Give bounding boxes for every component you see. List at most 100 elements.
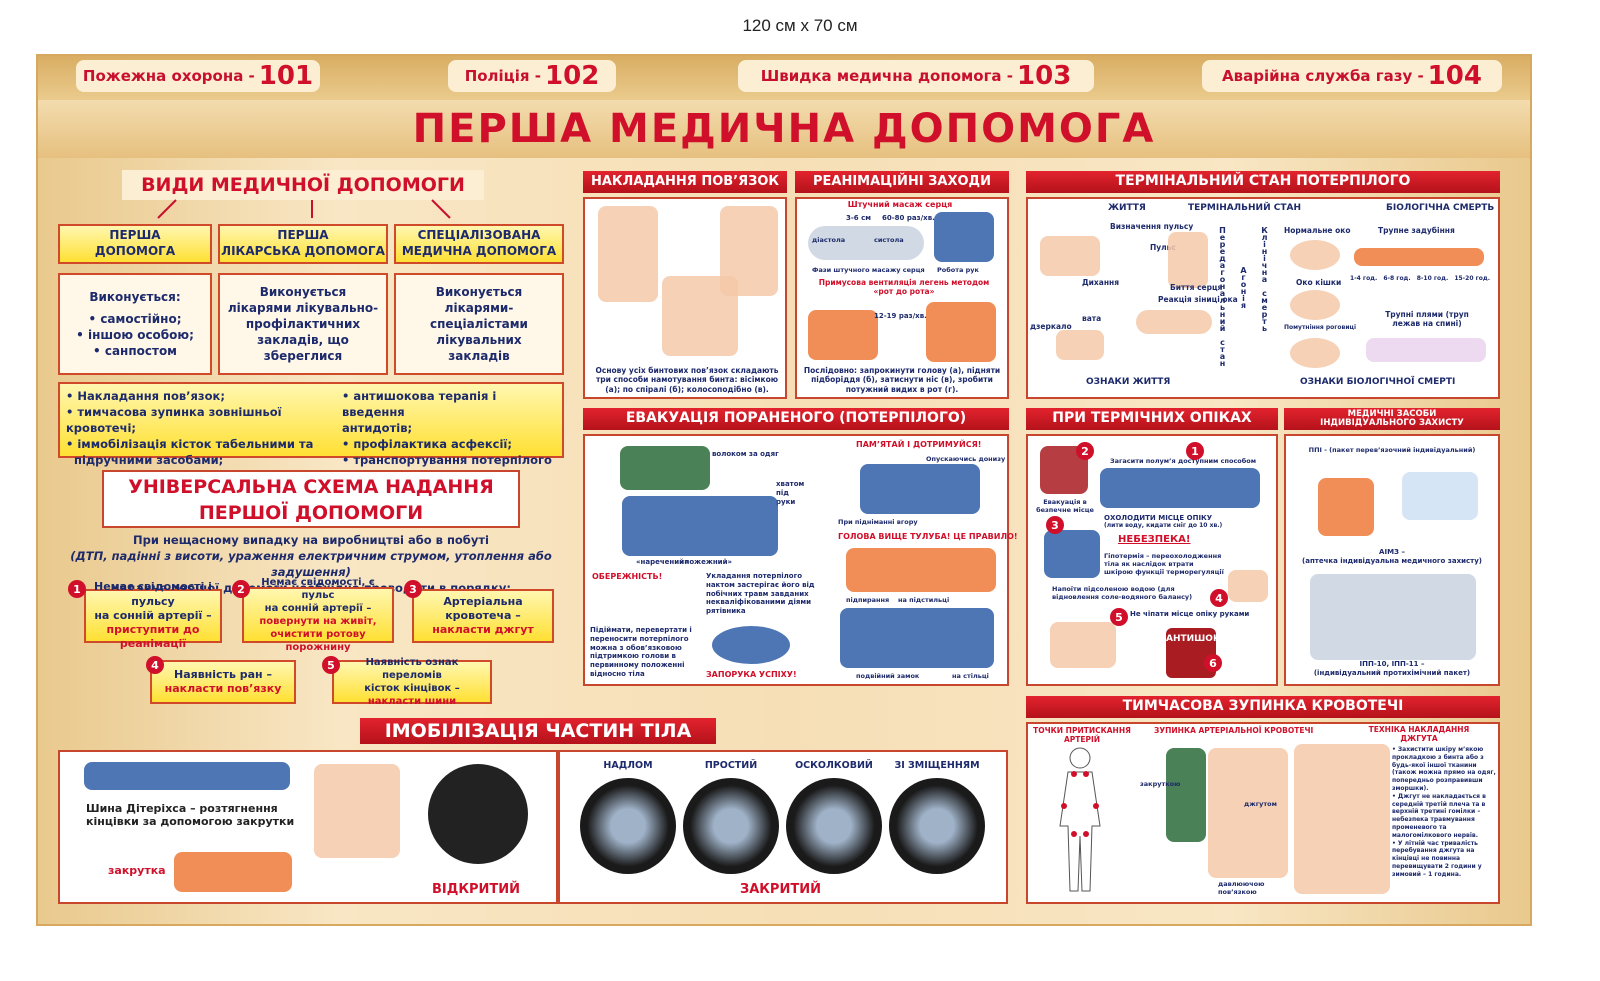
desc-line: лікарями-спеціалістами	[430, 300, 528, 331]
neck-pulse-illustration	[1040, 236, 1100, 276]
burn-step-badge: 2	[1076, 442, 1094, 460]
carry-illustration	[622, 496, 778, 556]
heartbeat-label: Биття серця	[1170, 283, 1223, 292]
scheme-title-line: УНІВЕРСАЛЬНА СХЕМА НАДАННЯ	[128, 476, 494, 498]
list-item: підручними засобами;	[74, 453, 224, 468]
ventilation-rate: 12-19 раз/хв.	[874, 312, 927, 320]
desc-line: лікувальних	[436, 333, 522, 348]
step-number-badge: 3	[404, 580, 422, 598]
eyes-illustration	[1136, 310, 1212, 334]
type-first-aid-desc: Виконується:• самостійно;• іншою особою;…	[58, 273, 212, 375]
types-arrows	[157, 199, 451, 219]
chair-carry-illustration	[840, 608, 994, 668]
closed-fracture-label: ЗАКРИТИЙ	[740, 882, 821, 897]
list-item: • транспортування потерпілого	[341, 453, 552, 468]
twist-label: закруткою	[1140, 780, 1181, 788]
drink-text: Напоїти підсоленою водою (для відновленн…	[1052, 585, 1193, 602]
stairs-illustration	[860, 464, 980, 514]
desc-line: закладів, що	[257, 333, 349, 348]
torso-illustration	[1168, 232, 1208, 288]
careful-text: Підіймати, перевертати і переносити поте…	[590, 626, 692, 678]
diastole-label: діастола	[812, 236, 846, 244]
vertical-stage-label: Передагональний стан	[1218, 226, 1227, 366]
support-label: підпирання	[846, 596, 890, 604]
bio-death-heading: БІОЛОГІЧНА СМЕРТЬ	[1386, 203, 1495, 213]
massage-heading: Штучний масаж серця	[847, 200, 953, 209]
head-rule-label: ГОЛОВА ВИЩЕ ТУЛУБА! ЦЕ ПРАВИЛО!	[838, 532, 1018, 541]
rigor-label: Трупне задубіння	[1378, 226, 1455, 235]
rate-label: 60-80 раз/хв.	[882, 214, 935, 222]
phone-gas: Аварійна служба газу -104	[1202, 60, 1502, 92]
fireman-carry-label: «пожежний»	[680, 558, 733, 566]
terminal-title: ТЕРМІНАЛЬНИЙ СТАН ПОТЕРПІЛОГО	[1026, 171, 1500, 193]
drag-illustration	[620, 446, 710, 490]
desc-line: профілактичних	[245, 316, 361, 331]
cooling-illustration	[1044, 530, 1100, 578]
diterichs-caption: Шина Дітеріхса – розтягнення кінцівки за…	[86, 802, 295, 828]
fracture-type-label: ОСКОЛКОВИЙ	[795, 760, 873, 771]
burns-step-2: Евакуація в безпечне місце	[1036, 498, 1094, 515]
burn-step-badge: 1	[1186, 442, 1204, 460]
bandage-caption: Основу усіх бинтових пов’язок складають …	[595, 366, 779, 394]
phases-caption: Фази штучного масажу серця	[812, 266, 925, 274]
phone-label: Пожежна охорона -	[82, 67, 255, 85]
twist-tourniquet-illustration	[1166, 748, 1206, 842]
vertical-stage-label: Агонія	[1239, 266, 1248, 308]
ppe-title: МЕДИЧНІ ЗАСОБИ ІНДИВІДУАЛЬНОГО ЗАХИСТУ	[1284, 408, 1500, 430]
mirror-test-illustration	[1056, 330, 1104, 360]
pressure-points-heading: ТОЧКИ ПРИТИСКАННЯ АРТЕРІЙ	[1033, 726, 1131, 745]
burns-title: ПРИ ТЕРМІЧНИХ ОПІКАХ	[1026, 408, 1278, 430]
cornea-label: Помутніння роговиці	[1284, 324, 1357, 331]
phone-number: 101	[258, 61, 314, 91]
cool-burn-label: ОХОЛОДИТИ МІСЦЕ ОПІКУ	[1104, 514, 1213, 522]
hypothermia-text: Гіпотермія – переохолодження тіла як нас…	[1104, 552, 1224, 577]
arm-tourniquet-illustration	[1208, 748, 1288, 878]
desc-line: • санпостом	[92, 344, 177, 359]
bride-carry-label: «наречений»	[636, 558, 689, 566]
type-heading: ПЕРША	[109, 228, 161, 243]
burn-step-badge: 4	[1210, 589, 1228, 607]
extinguish-illustration	[1100, 468, 1260, 508]
desc-line: збереглися	[263, 349, 343, 364]
resus-caption: Послідовно: запрокинути голову (а), підн…	[803, 366, 1001, 394]
phone-number: 104	[1427, 61, 1482, 91]
chest-phases-illustration	[808, 226, 924, 260]
cat-eye-label: Око кішки	[1296, 278, 1342, 287]
step-number-badge: 5	[322, 656, 340, 674]
type-heading: МЕДИЧНА ДОПОМОГА	[401, 244, 557, 258]
page-title: ПЕРША МЕДИЧНА ДОПОМОГА	[38, 100, 1530, 158]
team-illustration	[712, 626, 790, 664]
phone-label: Поліція -	[464, 67, 542, 85]
aimz-kit-illustration	[1318, 478, 1374, 536]
open-fracture-label: ВІДКРИТИЙ	[432, 882, 520, 897]
phone-number: 103	[1017, 61, 1072, 91]
type-heading: ЛІКАРСЬКА ДОПОМОГА	[221, 244, 385, 258]
scheme-title-line: ПЕРШОЇ ДОПОМОГИ	[198, 502, 424, 524]
burn-step-badge: 3	[1046, 516, 1064, 534]
mirror-label: дзеркало	[1030, 322, 1072, 331]
list-item: • іммобілізація кісток табельними та	[66, 437, 314, 452]
desc-line: • іншою особою;	[76, 328, 194, 342]
normal-eye-illustration	[1290, 240, 1340, 270]
ipp-illustration	[1310, 574, 1476, 660]
open-fracture-illustration	[428, 764, 528, 864]
intro-line: При нещасному випадку на виробництві або…	[133, 533, 489, 547]
signs-of-death-caption: ОЗНАКИ БІОЛОГІЧНОЇ СМЕРТІ	[1300, 377, 1456, 387]
foot-bandage-illustration	[598, 206, 658, 302]
intro-line: (ДТП, падінні з висоти, ураження електри…	[70, 549, 552, 579]
desc-line: закладів	[448, 349, 510, 364]
technique-heading: ТЕХНІКА НАКЛАДАННЯ ДЖГУТА	[1368, 725, 1470, 744]
rigor-body-illustration	[1354, 248, 1484, 266]
burns-step-1: Загасити полум’я доступним способом	[1110, 457, 1257, 465]
drinking-illustration	[1228, 570, 1268, 602]
pulse-check-label: Визначення пульсу	[1110, 222, 1194, 231]
xray-fracture-illustration	[889, 778, 985, 874]
fracture-type-label: ПРОСТИЙ	[704, 760, 758, 771]
ppi-label: ППІ - (пакет перев’язочний індивідуальни…	[1308, 446, 1476, 454]
remember-heading: ПАМ’ЯТАЙ І ДОТРИМУЙСЯ!	[856, 440, 982, 449]
